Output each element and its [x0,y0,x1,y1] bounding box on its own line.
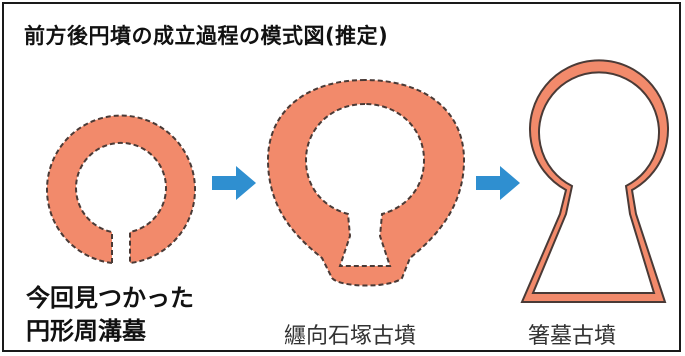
stage3-keyhole-shape [520,59,669,303]
stage1-label-line2: 円形周溝墓 [26,317,146,345]
stage2-label: 纒向石塚古墳 [284,324,417,349]
stage1-ring-shape [46,114,196,265]
stage2-ring-shape [266,78,466,287]
arrow-right-icon [476,166,520,200]
arrow-right-icon [212,166,256,200]
stage1-label: 今回見つかった 円形周溝墓 [26,282,194,348]
stage3-label: 箸墓古墳 [528,324,617,349]
stage1-label-line1: 今回見つかった [26,284,194,312]
diagram-title: 前方後円墳の成立過程の模式図(推定) [24,24,389,48]
